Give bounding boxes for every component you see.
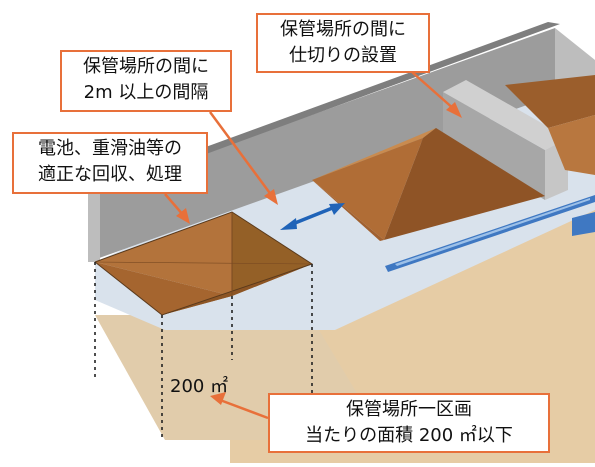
pile-front-back-left [95, 212, 232, 296]
pile-middle-left [312, 138, 423, 240]
callout-batteries: 電池、重滑油等の 適正な回収、処理 [12, 132, 208, 194]
pile-middle-back [312, 128, 436, 180]
callout-area-line1: 保管場所一区画 [346, 399, 472, 420]
spacing-arrow [280, 203, 345, 230]
back-wall-edge [88, 190, 100, 262]
projection-lines [94, 262, 313, 440]
callout-area-line2: 当たりの面積 200 ㎡以下 [305, 425, 513, 446]
callout-partition-line2: 仕切りの設置 [289, 45, 397, 66]
partition-wall [443, 92, 545, 200]
drain-pit [572, 212, 595, 236]
pile-middle-right [384, 128, 545, 240]
back-wall-front [88, 28, 555, 262]
pile-front-back-right [232, 212, 312, 296]
callout-partition-line1: 保管場所の間に [280, 19, 406, 40]
pile-back-left [505, 75, 595, 128]
callout-batteries-line1: 電池、重滑油等の [38, 138, 182, 159]
callout-batteries-line2: 適正な回収、処理 [38, 164, 182, 185]
drain-channel-light [395, 198, 590, 266]
callout-partition: 保管場所の間に 仕切りの設置 [256, 13, 430, 73]
area-label: 200 ㎡ [170, 376, 229, 397]
pile-middle-left-face [312, 180, 384, 241]
callout-area: 保管場所一区画 当たりの面積 200 ㎡以下 [268, 393, 550, 453]
callout-spacing-line1: 保管場所の間に [83, 56, 209, 77]
callout-spacing-line2: 2m 以上の間隔 [83, 82, 209, 103]
partition-wall-top [443, 80, 568, 150]
callout-spacing: 保管場所の間に 2m 以上の間隔 [60, 50, 232, 112]
pile-front-front [95, 262, 232, 315]
callout-arrows [164, 71, 462, 420]
pile-back-front [548, 115, 595, 175]
